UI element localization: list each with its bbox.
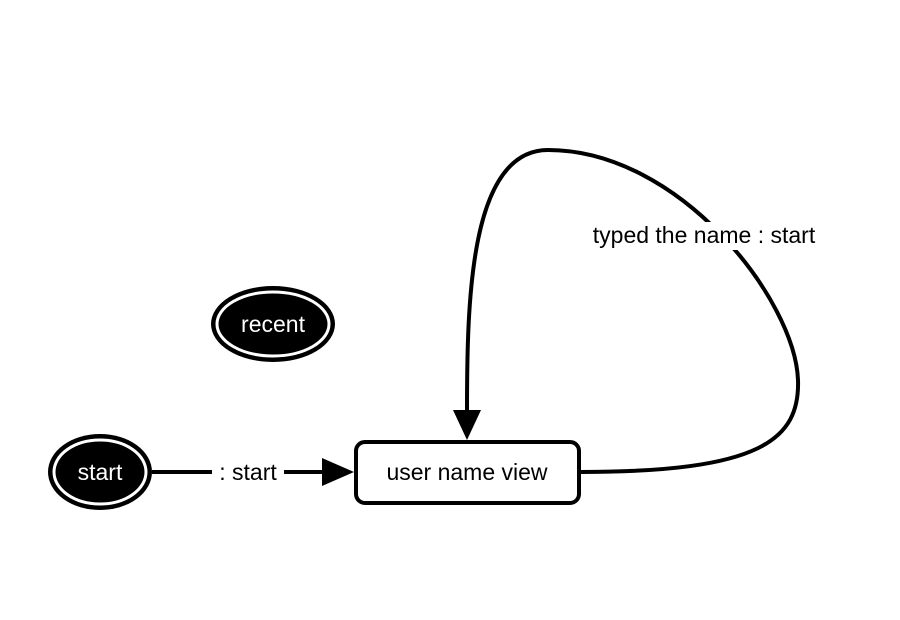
edge-self-loop-arrowhead <box>453 410 481 440</box>
node-recent[interactable]: recent <box>211 286 335 362</box>
node-start-outer-ring <box>48 434 152 510</box>
node-start-label: start <box>78 459 123 485</box>
node-recent-outer-ring <box>211 286 335 362</box>
node-user-name-view-label: user name view <box>386 459 547 485</box>
edge-start-label: : start <box>219 459 277 485</box>
node-recent-inner-ring <box>215 290 331 358</box>
edge-start-arrowhead <box>322 458 354 486</box>
node-start[interactable]: start <box>48 434 152 510</box>
edge-start-to-user-name-view[interactable]: : start <box>152 458 354 486</box>
edge-self-loop-curve <box>465 147 801 474</box>
node-user-name-view[interactable]: user name view <box>354 440 581 505</box>
edge-user-name-view-self-loop[interactable]: typed the name : start <box>453 147 838 474</box>
node-user-name-view-box <box>354 440 581 505</box>
node-recent-label: recent <box>241 311 306 337</box>
edge-self-loop-label-bg <box>570 222 838 250</box>
edge-self-loop-label: typed the name : start <box>593 222 816 248</box>
node-start-inner-ring <box>52 438 148 506</box>
